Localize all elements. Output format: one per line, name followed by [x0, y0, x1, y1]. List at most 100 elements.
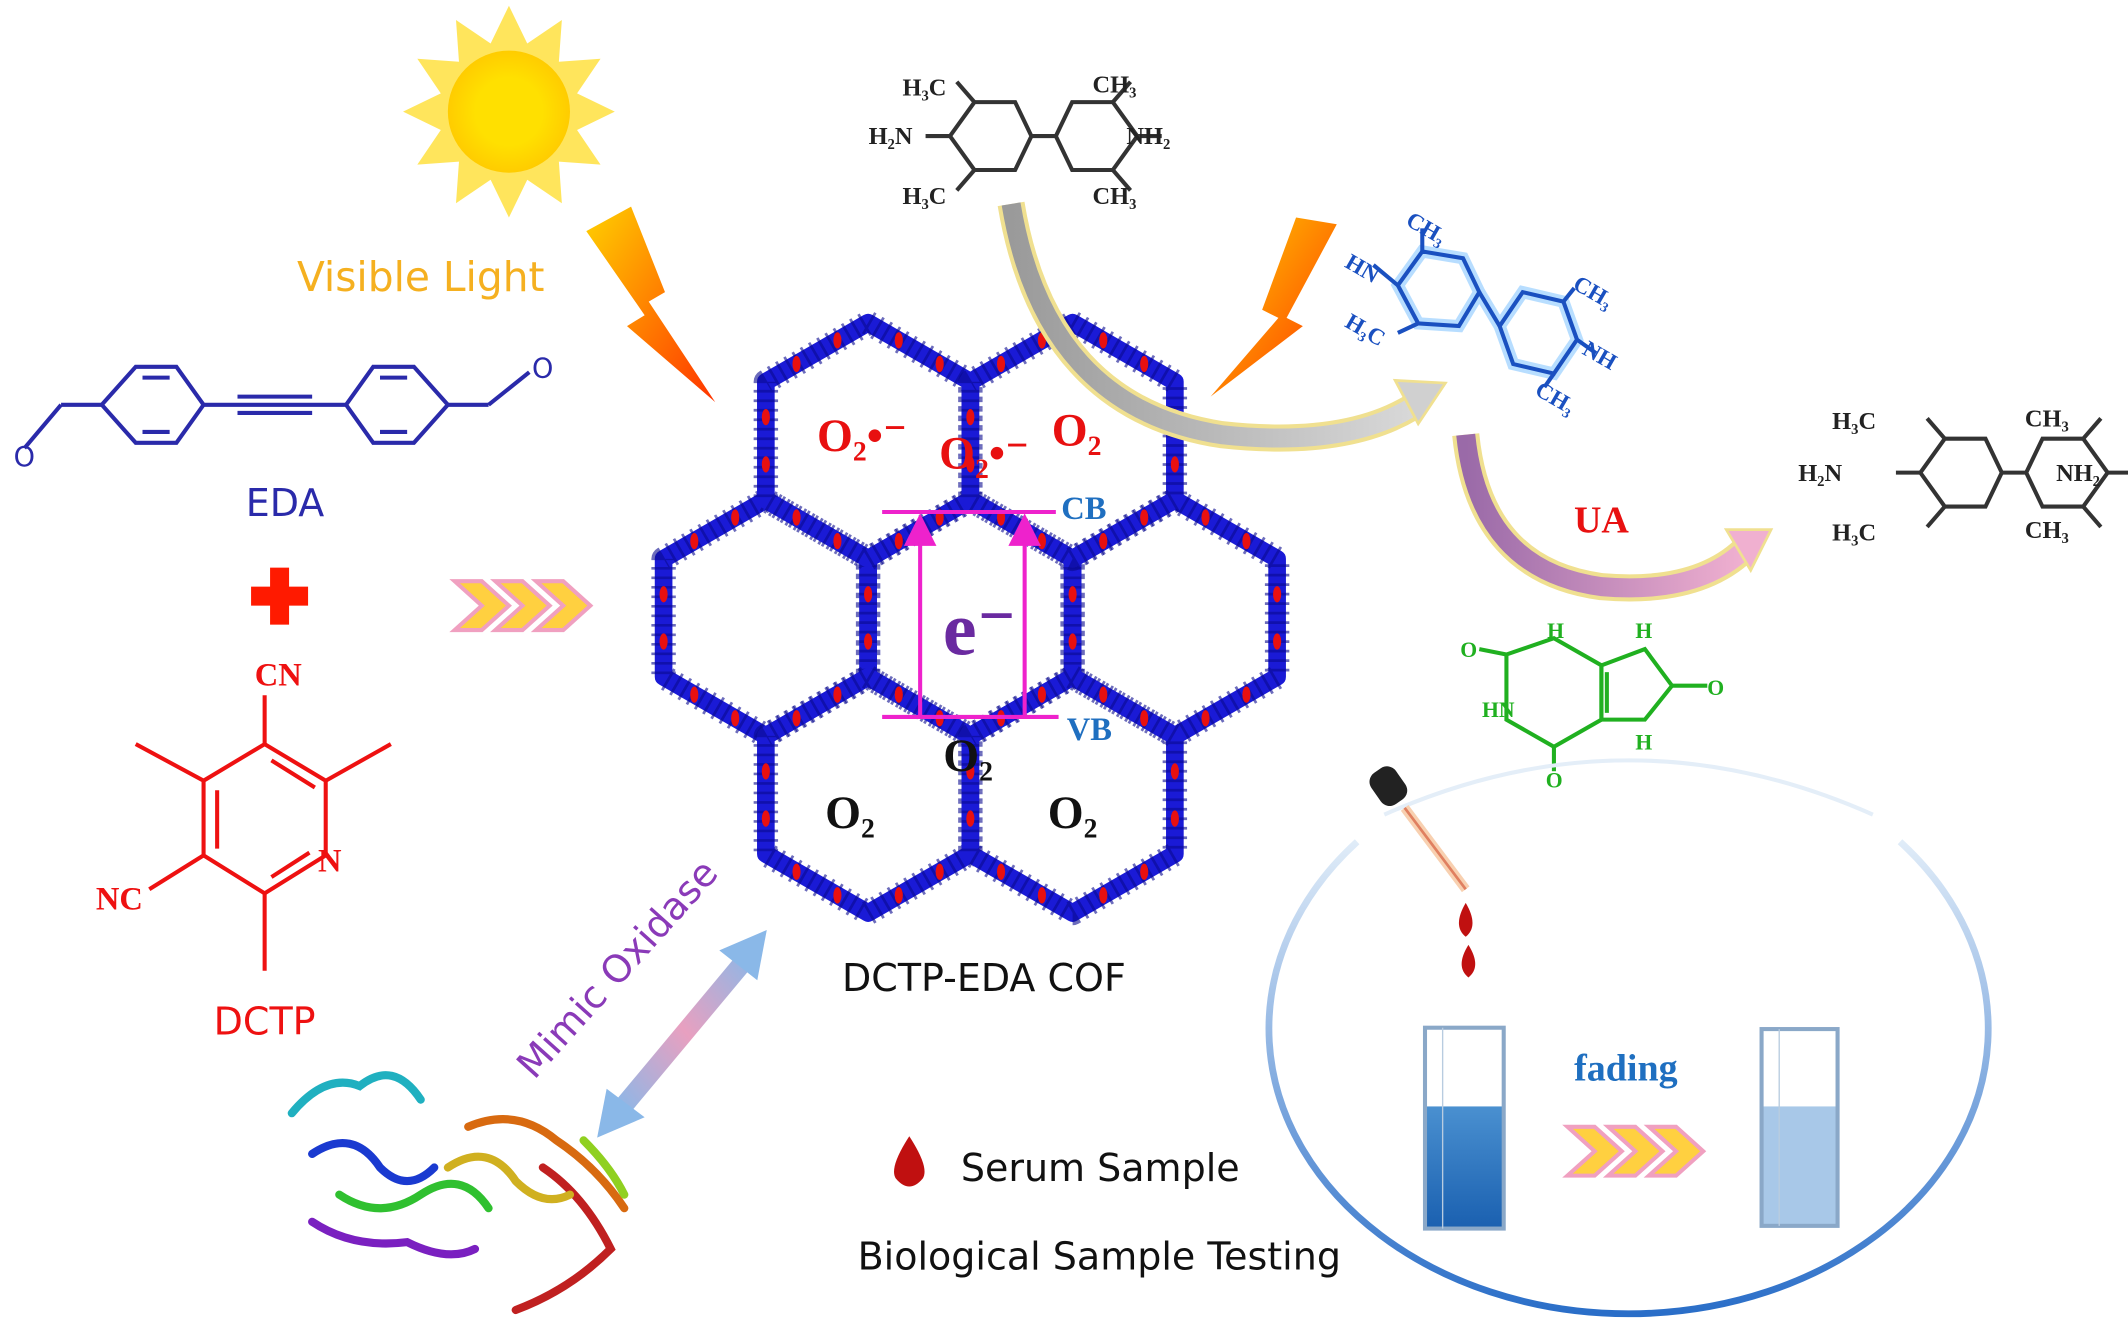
- dctp-molecule: [134, 695, 392, 971]
- oxygen-site-mark: [1099, 332, 1108, 349]
- oxygen-site-mark: [894, 332, 903, 349]
- amine-label: HN: [1482, 698, 1515, 722]
- oxygen-label: O₂: [943, 730, 993, 781]
- valence-band-label: VB: [1067, 712, 1112, 748]
- lightning-bolt-icon: [586, 206, 716, 403]
- oxygen-site-mark: [731, 710, 740, 727]
- imine-label: HN: [1341, 248, 1384, 288]
- oxygen-site-mark: [894, 686, 903, 703]
- oxygen-label: O₂: [1052, 405, 1102, 456]
- oxygen-site-mark: [1037, 887, 1047, 904]
- oxygen-site-mark: [1099, 887, 1108, 904]
- oxygen-site-mark: [894, 532, 903, 550]
- cof-pore-texture: [753, 310, 983, 572]
- oxygen-site-mark: [1201, 509, 1210, 526]
- oxygen-label: O₂: [1048, 787, 1098, 838]
- methyl-label: CH₃: [1093, 183, 1137, 210]
- oxygen-site-mark: [1242, 532, 1251, 550]
- oxygen-site-mark: [966, 763, 975, 780]
- oxygen-site-mark: [761, 408, 770, 426]
- tmb-labels: H₃C CH₃ H₂N NH₂ H₃C CH₃: [869, 72, 1171, 210]
- chevron-arrows-icon: [1562, 1124, 1707, 1178]
- oxygen-site-mark: [833, 686, 842, 703]
- nitrogen-label: N: [318, 844, 342, 880]
- oxygen-site-mark: [792, 863, 801, 880]
- visible-light-label: Visible Light: [297, 253, 544, 301]
- oxygen-site-mark: [1201, 710, 1210, 727]
- oxidized-tmb-molecule: [1372, 228, 1598, 389]
- uric-acid-labels: H H HN H O O O: [1460, 619, 1724, 792]
- methyl-label: CH₃: [1402, 206, 1451, 249]
- amine-label: NH₂: [2056, 460, 2100, 487]
- oxygen-atom-label: O: [532, 354, 553, 385]
- oxygen-site-mark: [690, 532, 699, 550]
- oxygen-site-mark: [1170, 810, 1179, 827]
- oxygen-site-mark: [792, 355, 801, 373]
- methyl-label: H₃C: [903, 183, 947, 210]
- oxygen-atom-label: O: [1546, 769, 1563, 793]
- mimic-oxidase-label: Mimic Oxidase: [508, 851, 726, 1087]
- dropper-icon: [1369, 766, 1470, 893]
- cof-framework: [651, 310, 1290, 926]
- band-diagram: [882, 509, 1059, 719]
- sun-icon: [403, 5, 615, 218]
- oxygen-site-mark: [1140, 509, 1149, 526]
- enzyme-protein-icon: [287, 1071, 629, 1315]
- amine-label: H₂N: [1798, 460, 1842, 487]
- imine-label: NH: [1579, 335, 1622, 375]
- oxygen-site-mark: [996, 355, 1006, 373]
- oxygen-atom-label: O: [1707, 676, 1724, 700]
- oxygen-atom-label: O: [1460, 638, 1477, 662]
- oxygen-site-mark: [1170, 456, 1179, 473]
- tmb-labels: H₃C CH₃ H₂N NH₂ H₃C CH₃: [1798, 406, 2100, 547]
- tmb-molecule: [925, 80, 1162, 192]
- oxygen-site-mark: [1068, 586, 1077, 603]
- oxygen-site-mark: [833, 887, 842, 904]
- tmb-molecule: [1895, 417, 2128, 529]
- oxygen-site-mark: [1140, 710, 1149, 727]
- eda-label: EDA: [246, 481, 325, 525]
- cof-pore-texture: [753, 664, 983, 926]
- oxygen-site-mark: [1037, 686, 1047, 703]
- plus-icon: [251, 567, 309, 625]
- methyl-label: CH₃: [1093, 72, 1137, 99]
- oxygen-site-mark: [1140, 863, 1149, 880]
- oxygen-site-mark: [761, 810, 770, 827]
- blood-drop-icon: [894, 1136, 925, 1187]
- cuvette-blue: [1422, 1025, 1506, 1231]
- blood-drop-icon: [1461, 944, 1476, 978]
- oxygen-atom-label: O: [14, 442, 35, 473]
- ua-label: UA: [1574, 499, 1629, 541]
- electron-label: e⁻: [943, 588, 1017, 672]
- methyl-label: CH₃: [2025, 517, 2069, 544]
- chevron-arrows-icon: [449, 579, 594, 633]
- oxygen-site-mark: [1099, 532, 1108, 550]
- oxygen-site-mark: [1273, 586, 1282, 603]
- reduction-arrow: [1452, 433, 1774, 602]
- oxygen-site-mark: [864, 633, 873, 650]
- oxygen-site-mark: [1037, 532, 1047, 550]
- amine-label: H₂N: [869, 123, 913, 150]
- fading-label: fading: [1574, 1048, 1677, 1090]
- oxygen-site-mark: [894, 887, 903, 904]
- oxygen-site-mark: [761, 763, 770, 780]
- oxygen-site-mark: [1140, 355, 1149, 373]
- oxygen-site-mark: [1273, 633, 1282, 650]
- double-arrow-icon: [597, 930, 767, 1138]
- oxygen-site-mark: [731, 509, 740, 526]
- oxygen-site-mark: [792, 710, 801, 727]
- hydrogen-label: H: [1635, 731, 1652, 755]
- oxygen-site-mark: [792, 509, 801, 526]
- oxygen-site-mark: [966, 408, 975, 426]
- cuvette-faded: [1759, 1027, 1840, 1228]
- conduction-band-label: CB: [1061, 491, 1106, 527]
- oxidation-arrow: [997, 201, 1448, 452]
- oxygen-label: O₂: [825, 787, 875, 838]
- oxygen-site-mark: [1242, 686, 1251, 703]
- cyano-label: NC: [96, 882, 143, 918]
- superoxide-label: O₂•⁻: [817, 410, 907, 461]
- oxygen-site-mark: [833, 532, 842, 550]
- oxygen-site-mark: [996, 863, 1006, 880]
- serum-sample-label: Serum Sample: [961, 1146, 1240, 1190]
